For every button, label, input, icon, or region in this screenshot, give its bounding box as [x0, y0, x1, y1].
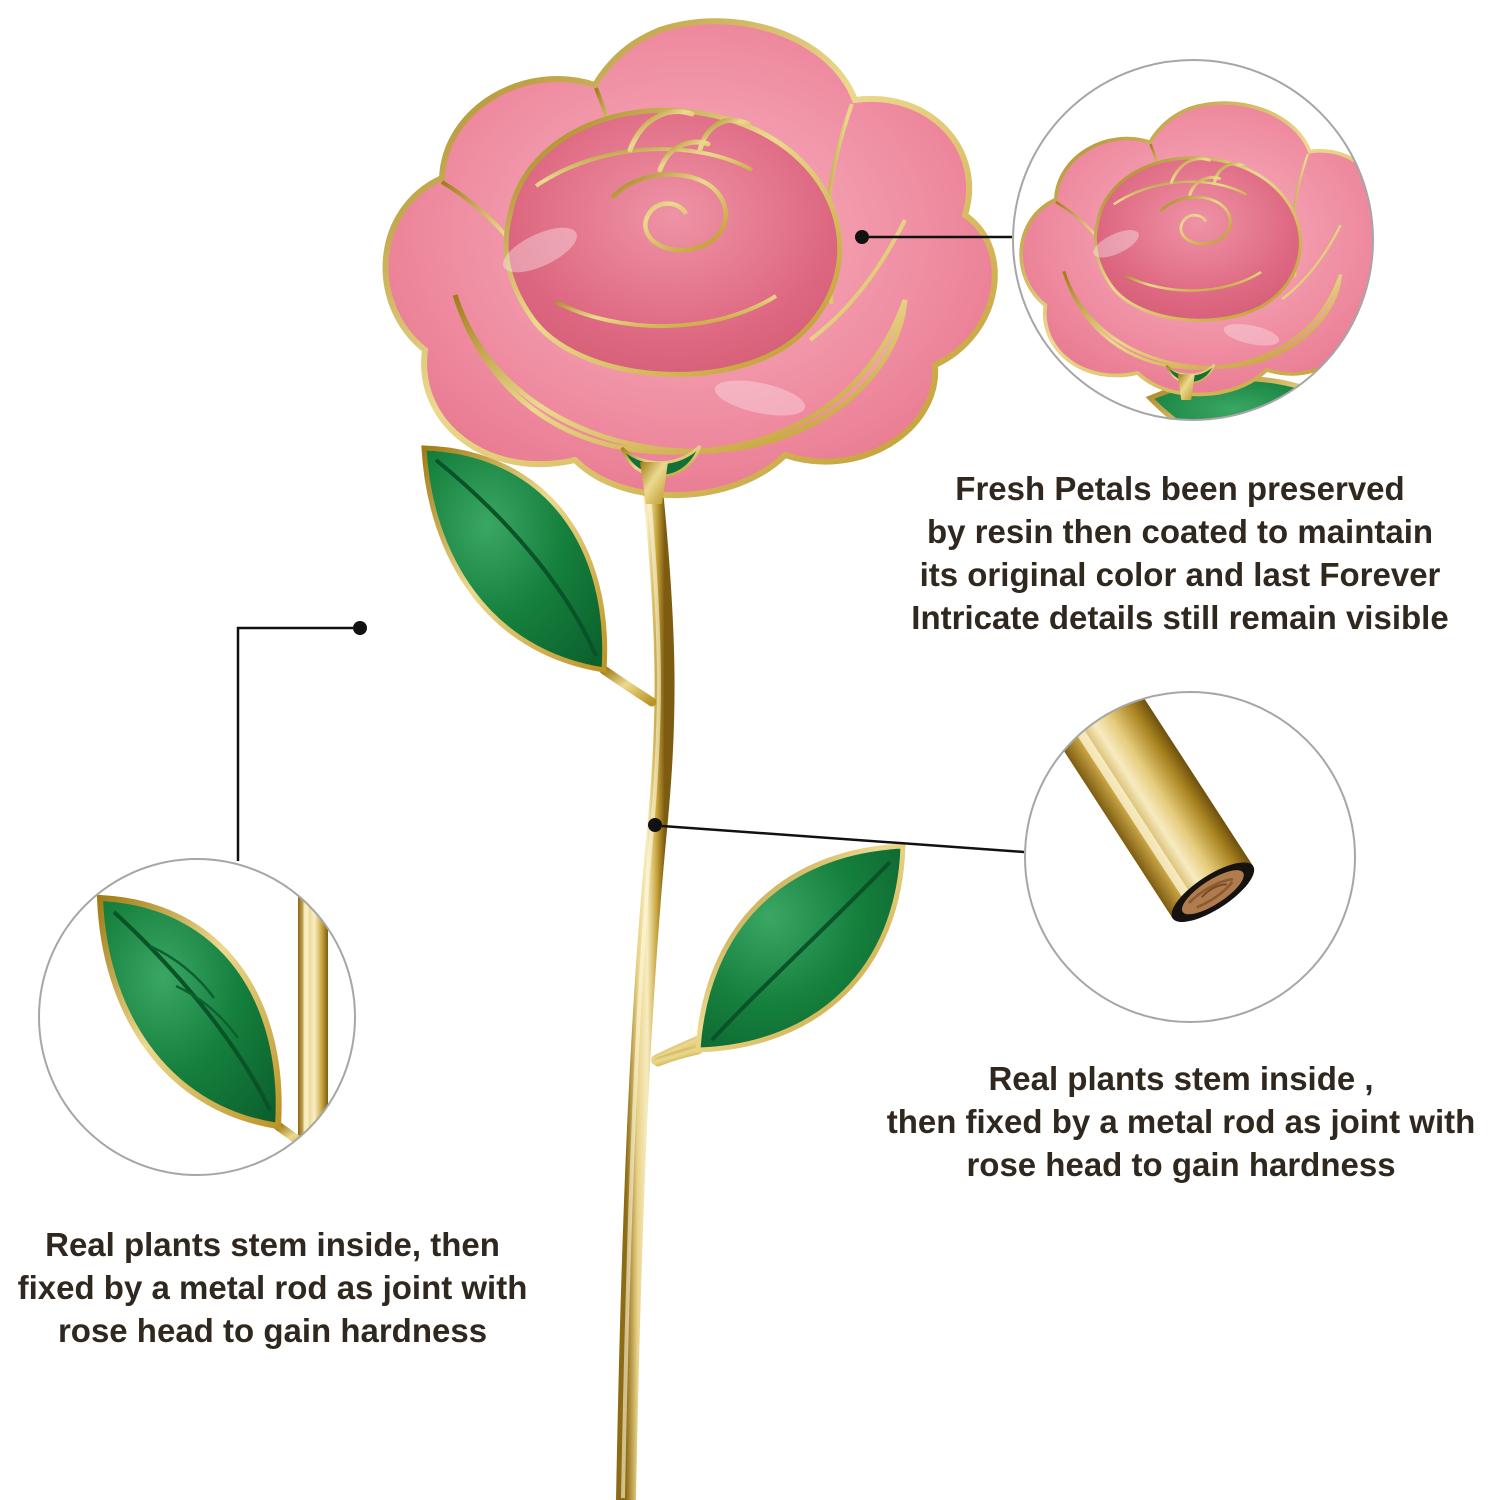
callout-border-rod	[1024, 691, 1356, 1023]
leader-lines	[236, 230, 1025, 861]
leader-dot-petals	[855, 230, 869, 244]
leader-line-stem-right	[661, 824, 1025, 854]
closeup-leaf-blade	[96, 894, 282, 1130]
annotation-stem-left-text: Real plants stem inside, then fixed by a…	[17, 1226, 528, 1349]
leaf-joint-callout	[38, 858, 356, 1176]
callout-border-leaf	[38, 858, 356, 1176]
main-rose-head	[386, 21, 995, 504]
callout-border-rose	[1012, 59, 1374, 421]
leader-line-leaf-left	[236, 626, 353, 861]
annotation-stem-right-text: Real plants stem inside , then fixed by …	[886, 1060, 1476, 1183]
annotation-petals-text: Fresh Petals been preserved by resin the…	[911, 470, 1449, 636]
leaf-upper-left	[421, 445, 657, 707]
gold-rod-callout	[1024, 691, 1356, 1023]
rose-closeup-callout	[1012, 59, 1374, 421]
leader-dot-leaf-left	[353, 621, 367, 635]
leaf-lower-right	[653, 843, 906, 1067]
leader-dot-stem-right	[648, 818, 662, 832]
gold-rod	[1025, 692, 1255, 923]
rose-stem	[616, 470, 705, 1500]
